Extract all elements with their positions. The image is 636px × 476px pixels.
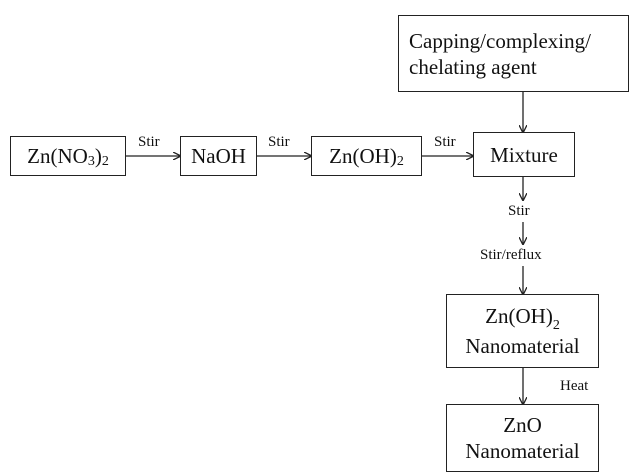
edge-label-stir-4: Stir xyxy=(508,203,530,219)
hydroxide-nano-line2: Nanomaterial xyxy=(465,334,580,358)
zn-nitrate-mid: ) xyxy=(94,144,102,168)
node-mixture: Mixture xyxy=(473,132,575,177)
node-hydroxide-nanomaterial: Zn(OH)2 Nanomaterial xyxy=(446,294,599,368)
edge-label-stir-reflux: Stir/reflux xyxy=(480,247,542,263)
zn-nitrate-sub1: 3 xyxy=(87,154,95,169)
node-capping-agent: Capping/complexing/ chelating agent xyxy=(398,15,629,92)
zn-hydroxide-base: Zn(OH) xyxy=(329,144,397,168)
zn-hydroxide-sub: 2 xyxy=(396,154,404,169)
capping-line1: Capping/complexing/ xyxy=(409,28,591,53)
capping-line2: chelating agent xyxy=(409,54,537,79)
hydroxide-nano-base: Zn(OH) xyxy=(485,304,553,328)
node-zno-nanomaterial: ZnO Nanomaterial xyxy=(446,404,599,472)
zno-line2: Nanomaterial xyxy=(465,439,580,463)
edge-label-stir-3: Stir xyxy=(434,134,456,150)
zn-nitrate-base: Zn(NO xyxy=(27,144,88,168)
node-naoh: NaOH xyxy=(180,136,257,176)
edge-label-stir-1: Stir xyxy=(138,134,160,150)
edge-label-stir-2: Stir xyxy=(268,134,290,150)
hydroxide-nano-formula: Zn(OH)2 xyxy=(485,303,560,333)
hydroxide-nano-sub: 2 xyxy=(552,318,560,333)
zno-line1: ZnO xyxy=(503,413,542,437)
mixture-label: Mixture xyxy=(490,142,558,167)
zn-nitrate-sub2: 2 xyxy=(101,154,109,169)
edge-label-heat: Heat xyxy=(560,378,589,394)
node-zn-hydroxide: Zn(OH)2 xyxy=(311,136,422,176)
naoh-label: NaOH xyxy=(191,144,246,168)
